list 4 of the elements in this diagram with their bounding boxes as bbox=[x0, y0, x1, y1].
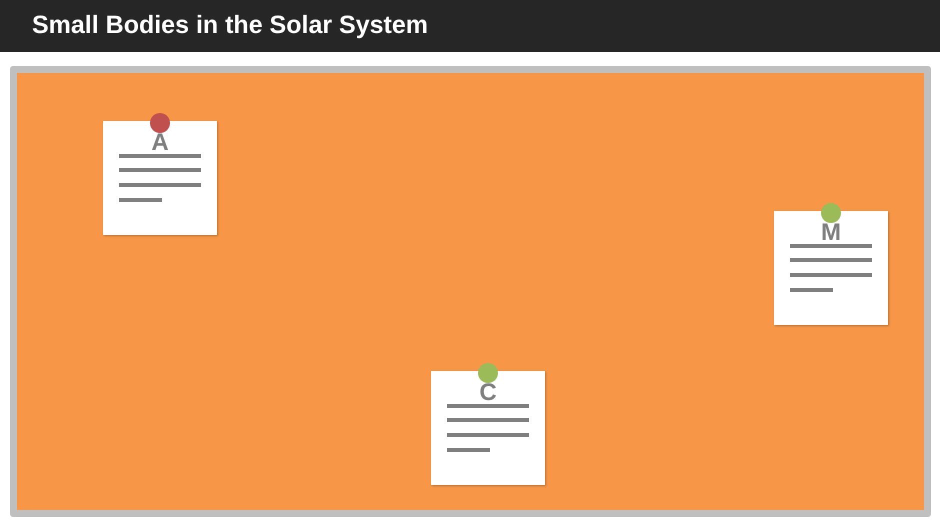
note-letter: A bbox=[150, 130, 170, 156]
note-letter: C bbox=[478, 380, 498, 406]
title: Small Bodies in the Solar System bbox=[32, 10, 428, 42]
note-letter: M bbox=[820, 220, 842, 246]
